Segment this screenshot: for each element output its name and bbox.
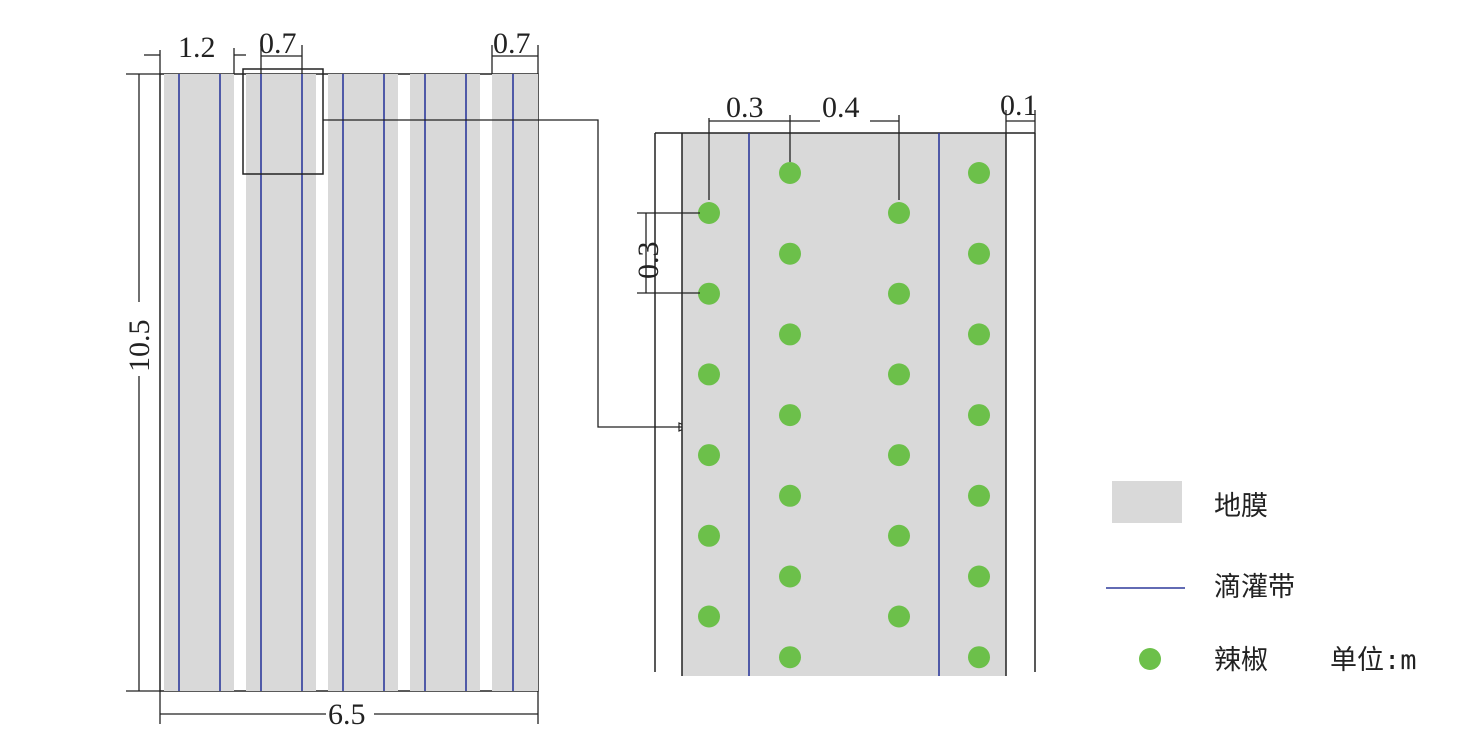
legend-pepper-label: 辣椒 — [1214, 645, 1268, 676]
pepper-plant — [968, 404, 990, 427]
detail-mulch — [682, 133, 1006, 676]
tape-offset-label: 0.1 — [1000, 89, 1038, 122]
unit-label: 单位:m — [1330, 645, 1417, 676]
pepper-plants — [698, 162, 990, 669]
pepper-plant — [698, 524, 720, 547]
pepper-plant — [888, 605, 910, 628]
pepper-plant — [779, 484, 801, 507]
mulch-strip — [492, 74, 538, 691]
bed-gap-label: 0.7 — [259, 27, 297, 60]
pepper-plant — [968, 162, 990, 184]
row-spacing-label: 0.4 — [822, 91, 860, 124]
right-gap-label: 0.7 — [493, 27, 531, 60]
mulch-strip — [410, 74, 480, 691]
plot-overview: 1.2 0.7 0.7 10.5 6.5 — [123, 27, 690, 731]
pepper-plant — [888, 363, 910, 386]
pepper-plant — [698, 202, 720, 224]
plot-length-label: 10.5 — [123, 320, 156, 373]
detail-view: 0.3 0.4 0.1 0.3 — [632, 89, 1038, 676]
pepper-plant — [968, 484, 990, 507]
mulch-strip — [246, 74, 316, 691]
pepper-plant — [968, 242, 990, 265]
plant-spacing-label: 0.3 — [632, 242, 665, 280]
pepper-plant — [888, 202, 910, 224]
pepper-plant — [779, 565, 801, 588]
pepper-plant — [888, 524, 910, 547]
pepper-plant — [698, 605, 720, 628]
mulch-strip — [328, 74, 398, 691]
pepper-plant — [888, 282, 910, 305]
pepper-plant — [698, 444, 720, 467]
legend-pepper-swatch — [1139, 648, 1161, 670]
legend-mulch-swatch — [1112, 481, 1182, 523]
mulch-strip — [164, 74, 234, 691]
edge-to-row-label: 0.3 — [726, 91, 764, 124]
zoom-selection-box — [242, 68, 324, 175]
legend-drip-label: 滴灌带 — [1214, 572, 1295, 603]
zoom-leader-line — [323, 119, 684, 428]
pepper-plant — [779, 646, 801, 669]
pepper-plant — [779, 242, 801, 265]
bed-width-label: 1.2 — [178, 31, 216, 64]
plot-width-label: 6.5 — [328, 698, 366, 731]
pepper-plant — [779, 404, 801, 427]
pepper-plant — [968, 646, 990, 669]
pepper-plant — [968, 323, 990, 346]
pepper-plant — [779, 323, 801, 346]
pepper-plant — [968, 565, 990, 588]
legend-mulch-label: 地膜 — [1214, 491, 1268, 522]
pepper-plant — [779, 162, 801, 184]
pepper-plant — [888, 444, 910, 467]
legend: 地膜 滴灌带 辣椒 单位:m — [1106, 481, 1417, 676]
pepper-plant — [698, 282, 720, 305]
pepper-plant — [698, 363, 720, 386]
